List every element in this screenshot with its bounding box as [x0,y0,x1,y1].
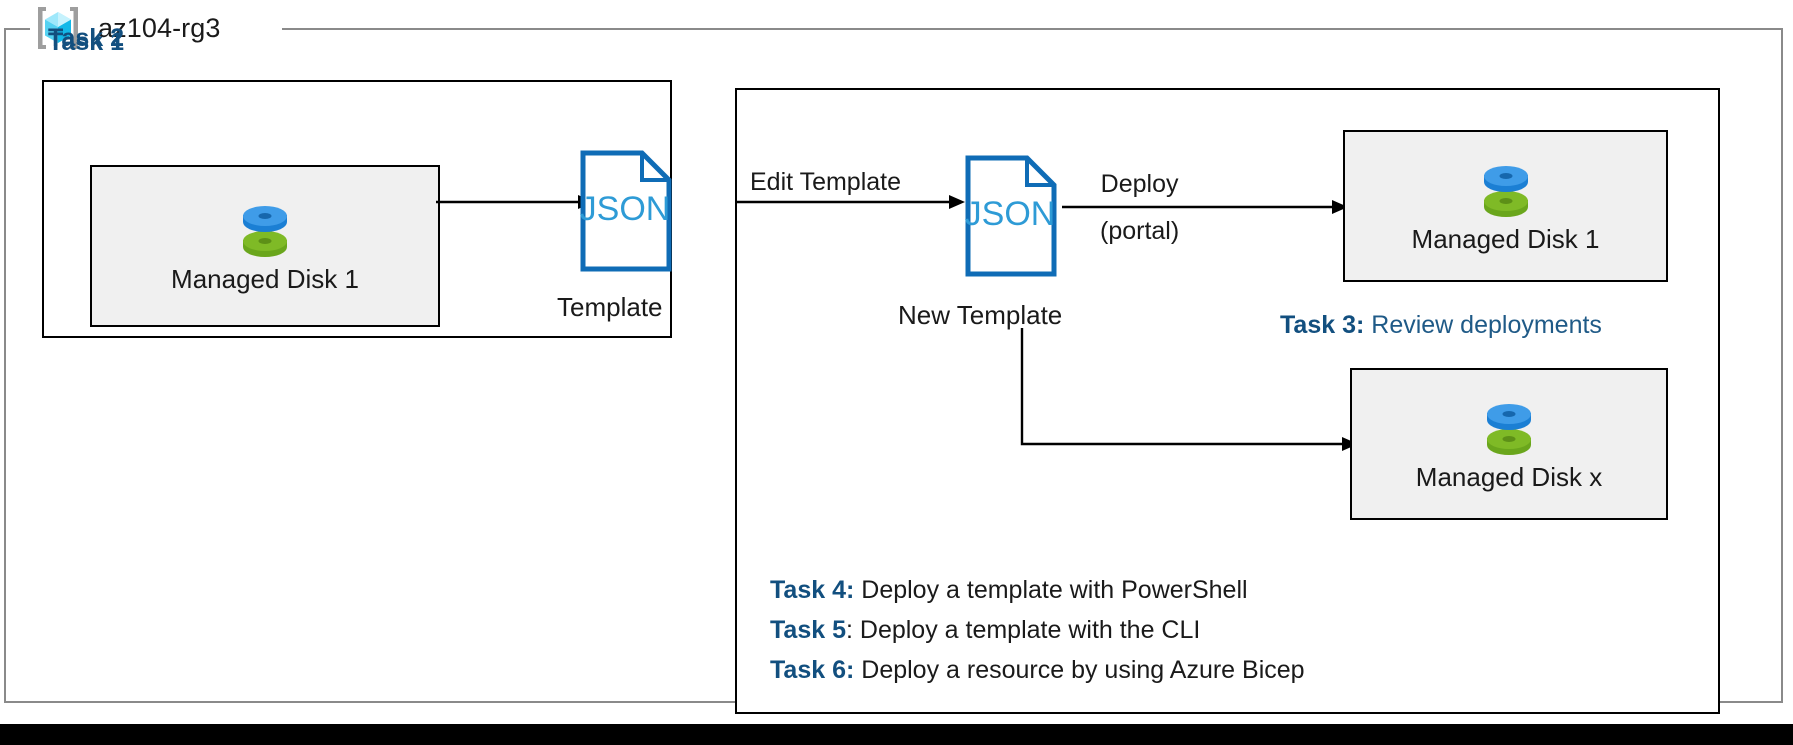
task-6-note-value: Deploy a resource by using Azure Bicep [854,656,1305,684]
deploy-arrow-label-line2: (portal) [1100,216,1180,245]
json-template-icon-1: JSON [580,150,672,277]
task-6-note: Task 6: Deploy a resource by using Azure… [770,658,1305,683]
resource-group-name: az104-rg3 [98,12,221,43]
task-3-note-key: Task 3: [1280,311,1365,339]
resource-group-frame-top-left-segment [4,28,30,30]
template-caption-1: Template [557,292,663,322]
deploy-arrow-label-line1: Deploy [1100,170,1179,198]
svg-text:JSON: JSON [580,190,670,228]
task-1-title: Task 1 [48,28,124,56]
task-6-note-key: Task 6: [770,656,855,684]
task-5-note-value: Deploy a template with the CLI [852,616,1201,644]
managed-disk-icon [1478,160,1534,222]
managed-disk-1-box-task1: Managed Disk 1 [90,165,440,327]
edit-template-arrow-label: Edit Template [750,168,902,196]
task-3-note-value: Review deployments [1364,311,1602,339]
managed-disk-icon [1481,398,1537,460]
svg-text:JSON: JSON [965,195,1055,233]
managed-disk-1-label-task1: Managed Disk 1 [171,264,359,294]
task-5-note-key: Task 5 [770,616,846,644]
managed-disk-icon [237,200,293,262]
arrow-disk1-to-template [436,195,594,209]
bottom-black-strip [0,724,1793,745]
task-2-title: Task 2 [48,24,124,52]
azure-resource-group-icon [34,4,82,52]
task-5-note: Task 5: Deploy a template with the CLI [770,618,1200,643]
arrow-deploy-portal [1062,200,1348,214]
resource-group-frame-top-right-segment [282,28,1783,30]
managed-disk-1-box-task2: Managed Disk 1 [1343,130,1668,282]
task-4-note: Task 4: Deploy a template with PowerShel… [770,578,1248,603]
task-4-note-value: Deploy a template with PowerShell [854,576,1248,604]
resource-group-header: az104-rg3 [34,0,231,56]
managed-disk-1-label-task2: Managed Disk 1 [1411,224,1600,254]
json-new-template-icon: JSON [965,155,1057,282]
deploy-arrow-label: Deploy (portal) [1100,170,1179,246]
arrow-edit-template [736,195,965,209]
task-5-note-sep: : [845,616,853,644]
task-4-note-key: Task 4: [770,576,855,604]
arrow-deploy-to-managed-disk-x [1020,328,1358,451]
managed-disk-x-box: Managed Disk x [1350,368,1668,520]
task-3-note: Task 3: Review deployments [1280,313,1602,338]
managed-disk-x-label: Managed Disk x [1415,462,1603,492]
new-template-caption: New Template [898,300,1063,330]
